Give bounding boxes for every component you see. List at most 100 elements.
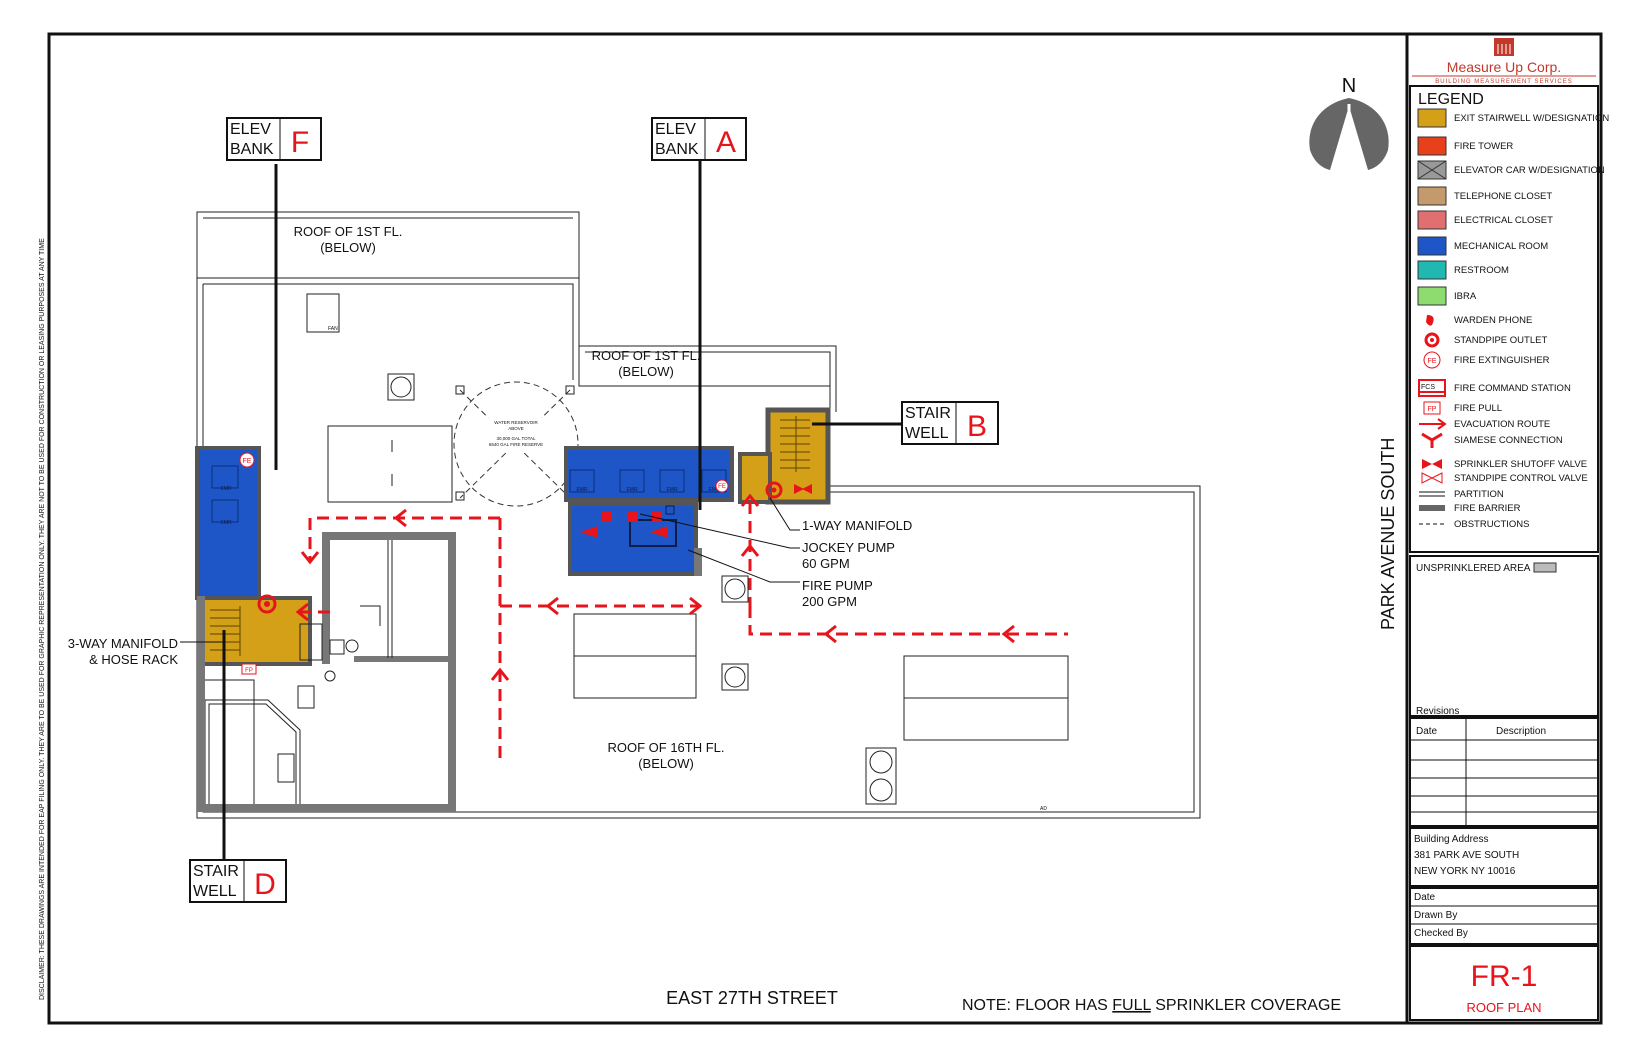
standpipe-control-valveicon (1421, 472, 1443, 484)
legend-label: IBRA (1454, 291, 1477, 302)
west-core: EMR EMR FE FP (195, 446, 456, 813)
svg-text:FAN: FAN (328, 326, 338, 332)
legend-item: STANDPIPE CONTROL VALVE (1421, 472, 1588, 484)
legend-swatch (1417, 260, 1447, 280)
evacuation-arrow (740, 543, 760, 557)
fire-barriericon (1419, 505, 1445, 511)
svg-text:Checked By: Checked By (1414, 928, 1468, 939)
legend-label: STANDPIPE CONTROL VALVE (1454, 473, 1588, 484)
svg-text:3-WAY MANIFOLD: 3-WAY MANIFOLD (68, 636, 178, 651)
svg-text:(BELOW): (BELOW) (618, 364, 674, 379)
legend-label: FIRE PULL (1454, 403, 1502, 414)
fire-extinguishericon: FE (1423, 351, 1441, 369)
svg-text:F: F (291, 126, 309, 159)
legend-label: EXIT STAIRWELL W/DESIGNATION (1454, 113, 1609, 124)
legend-item: PARTITION (1419, 489, 1504, 500)
fire-pullicon: FP (1423, 401, 1441, 415)
central-mechanical: EMR EMR EMR EMR FE (564, 446, 734, 576)
svg-text:UNSPRINKLERED AREA: UNSPRINKLERED AREA (1416, 563, 1531, 574)
legend-item: STANDPIPE OUTLET (1424, 332, 1547, 348)
legend-box (1409, 85, 1599, 553)
svg-text:STAIR: STAIR (193, 863, 239, 880)
svg-text:ROOF OF 16TH FL.: ROOF OF 16TH FL. (607, 740, 724, 755)
legend-label: ELEVATOR CAR W/DESIGNATION (1454, 165, 1605, 176)
evacuation-route (308, 516, 500, 560)
svg-text:FP: FP (1428, 406, 1437, 413)
evacuation-routeicon (1419, 418, 1447, 430)
fan-unit: FAN (306, 293, 340, 333)
svg-text:WELL: WELL (193, 883, 237, 900)
callout-stair-well-b: STAIR WELL B (812, 401, 999, 445)
legend-item: EXIT STAIRWELL W/DESIGNATION (1417, 108, 1609, 128)
svg-text:& HOSE RACK: & HOSE RACK (89, 652, 178, 667)
siamese-connectionicon (1421, 432, 1443, 448)
svg-text:6540 GAL FIRE RESERVE: 6540 GAL FIRE RESERVE (489, 442, 543, 447)
legend-label: SIAMESE CONNECTION (1454, 435, 1563, 446)
svg-text:FE: FE (718, 484, 726, 490)
legend-label: ELECTRICAL CLOSET (1454, 215, 1553, 226)
partitionicon (1419, 491, 1445, 497)
svg-text:Measure Up Corp.: Measure Up Corp. (1447, 59, 1561, 75)
svg-text:ABOVE: ABOVE (508, 426, 524, 431)
svg-text:ELEV: ELEV (230, 121, 271, 138)
sprinkler-shutoff-valve-icon (794, 484, 804, 494)
svg-text:B: B (967, 410, 987, 443)
legend-item: FCS FIRE COMMAND STATION (1418, 379, 1571, 397)
svg-text:EMR: EMR (666, 487, 678, 493)
svg-text:1-WAY MANIFOLD: 1-WAY MANIFOLD (802, 518, 912, 533)
legend-swatch (1417, 136, 1447, 156)
ac-unit-double (865, 747, 897, 805)
legend-item: IBRA (1417, 286, 1477, 306)
evacuation-arrow (823, 624, 837, 644)
svg-text:BANK: BANK (655, 141, 699, 158)
legend-label: FIRE COMMAND STATION (1454, 383, 1571, 394)
svg-text:ELEV: ELEV (655, 121, 696, 138)
svg-text:WATER RESERVOIR: WATER RESERVOIR (494, 420, 538, 425)
legend-item: MECHANICAL ROOM (1417, 236, 1548, 256)
sprinkler-note: NOTE: FLOOR HAS FULL SPRINKLER COVERAGE (962, 997, 1341, 1014)
leader-lines (180, 497, 800, 643)
svg-text:Revisions: Revisions (1416, 706, 1459, 717)
legend-label: MECHANICAL ROOM (1454, 241, 1548, 252)
legend-label: PARTITION (1454, 489, 1504, 500)
svg-text:EMR: EMR (626, 487, 638, 493)
avenue-label: PARK AVENUE SOUTH (1378, 438, 1398, 630)
ac-unit (387, 373, 415, 401)
evacuation-arrow (490, 667, 510, 681)
sheet-border (47, 32, 1603, 1025)
legend-label: SPRINKLER SHUTOFF VALVE (1454, 459, 1587, 470)
ac-unit (721, 575, 749, 603)
svg-text:Date: Date (1414, 892, 1436, 903)
svg-text:Drawn By: Drawn By (1414, 910, 1457, 921)
svg-text:ROOF OF 1ST FL.: ROOF OF 1ST FL. (294, 224, 403, 239)
svg-text:FIRE PUMP: FIRE PUMP (802, 578, 873, 593)
legend-label: STANDPIPE OUTLET (1454, 335, 1547, 346)
legend-item: FE FIRE EXTINGUISHER (1423, 351, 1550, 369)
evacuation-arrow (689, 596, 703, 616)
street-label: EAST 27TH STREET (666, 988, 838, 1008)
svg-text:FP: FP (245, 668, 253, 674)
svg-text:FE: FE (243, 458, 252, 465)
sheet-name: ROOF PLAN (1466, 1000, 1541, 1015)
callout-elev-bank-f: ELEV BANK F (226, 117, 322, 470)
standpipe-outlet-icon (765, 481, 783, 499)
svg-text:BANK: BANK (230, 141, 274, 158)
svg-text:381 PARK AVE SOUTH: 381 PARK AVE SOUTH (1414, 850, 1519, 861)
legend-item: SPRINKLER SHUTOFF VALVE (1422, 459, 1587, 470)
water-reservoir: WATER RESERVOIR ABOVE 30,000 GAL TOTAL 6… (453, 381, 579, 507)
warden-phoneicon (1426, 315, 1434, 326)
address-box (1409, 827, 1599, 887)
standpipe-outlet-icon (257, 594, 277, 614)
unsprinklered-box (1409, 555, 1599, 717)
legend-label: FIRE EXTINGUISHER (1454, 355, 1550, 366)
disclaimer-text: DISCLAIMER: THESE DRAWINGS ARE INTENDED … (39, 238, 46, 1000)
legend-swatch (1417, 236, 1447, 256)
svg-text:EMR: EMR (220, 520, 232, 526)
legend-swatch (1417, 186, 1447, 206)
callout-elev-bank-a: ELEV BANK A (651, 117, 747, 510)
svg-text:FE: FE (1428, 358, 1437, 365)
svg-text:200 GPM: 200 GPM (802, 594, 857, 609)
svg-text:A: A (716, 126, 736, 159)
svg-text:FCS: FCS (1421, 384, 1435, 391)
legend-item: OBSTRUCTIONS (1419, 519, 1529, 530)
